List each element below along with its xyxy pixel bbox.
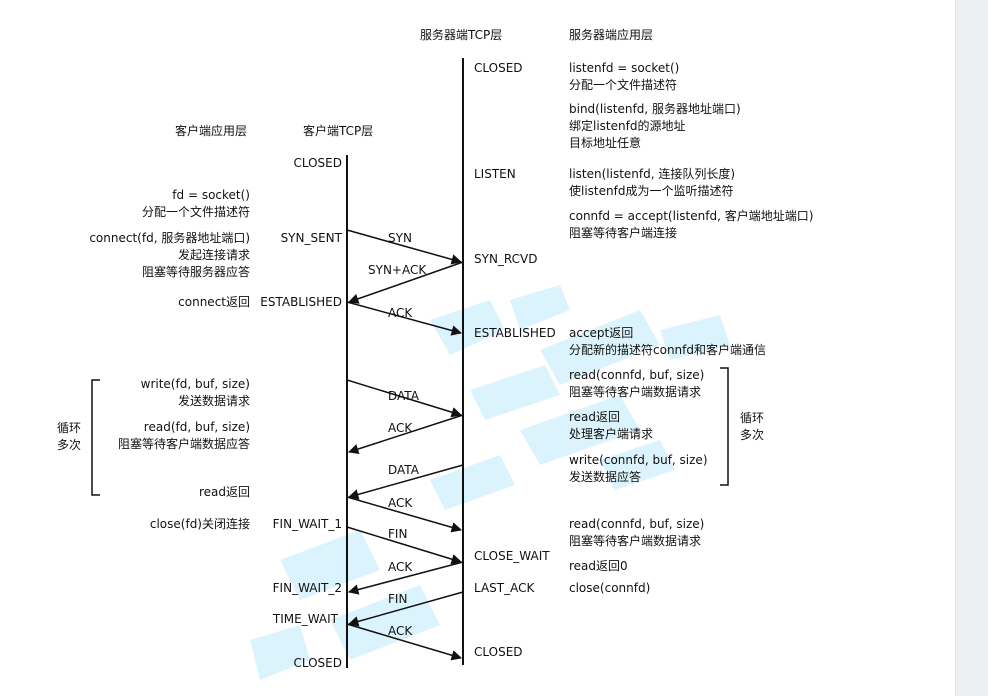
server-state-syn-rcvd: SYN_RCVD: [474, 252, 538, 266]
server-read-ret-desc: 处理客户端请求: [569, 426, 653, 441]
msg-ack-4: ACK: [388, 560, 413, 574]
server-read-call: read(connfd, buf, size): [569, 368, 704, 382]
msg-ack-5: ACK: [388, 624, 413, 638]
client-read-desc: 阻塞等待客户端数据应答: [118, 436, 250, 451]
syn-arrow: [346, 229, 463, 265]
client-connect-call: connect(fd, 服务器地址端口): [89, 230, 250, 245]
client-write-desc: 发送数据请求: [178, 393, 250, 408]
server-bind-call: bind(listenfd, 服务器地址端口): [569, 101, 741, 116]
syn-ack-arrow: [348, 261, 464, 304]
client-state-syn-sent: SYN_SENT: [281, 231, 343, 245]
ack-arrow-2: [348, 414, 464, 455]
server-read-ret: read返回: [569, 410, 620, 424]
server-listen-call: listen(listenfd, 连接队列长度): [569, 166, 735, 181]
server-state-close-wait: CLOSE_WAIT: [474, 549, 550, 563]
server-state-established: ESTABLISHED: [474, 326, 556, 340]
server-state-closed-bottom: CLOSED: [474, 645, 523, 659]
server-accept-ret-desc: 分配新的描述符connfd和客户端通信: [569, 342, 766, 357]
client-tcp-header: 客户端TCP层: [303, 123, 373, 138]
client-state-closed-top: CLOSED: [293, 156, 342, 170]
server-write-desc: 发送数据应答: [569, 469, 641, 484]
server-read-call-2: read(connfd, buf, size): [569, 517, 704, 531]
server-state-closed-top: CLOSED: [474, 61, 523, 75]
client-state-closed-bottom: CLOSED: [293, 656, 342, 670]
server-app-header: 服务器端应用层: [569, 27, 653, 42]
fin-arrow-2: [347, 591, 464, 627]
client-read-ret: read返回: [199, 485, 250, 499]
client-state-time-wait: TIME_WAIT: [272, 612, 339, 626]
server-accept-call: connfd = accept(listenfd, 客户端地址端口): [569, 208, 813, 223]
server-close-call: close(connfd): [569, 581, 650, 595]
client-connect-desc-1: 发起连接请求: [178, 247, 250, 262]
client-socket-call: fd = socket(): [172, 188, 250, 202]
ack-arrow-4: [347, 561, 464, 595]
msg-fin-2: FIN: [388, 592, 407, 606]
server-state-listen: LISTEN: [474, 167, 516, 181]
server-loop-label-2: 多次: [740, 428, 764, 442]
server-listen-desc: 使listenfd成为一个监听描述符: [569, 183, 733, 198]
server-accept-ret: accept返回: [569, 326, 633, 340]
client-connect-ret: connect返回: [178, 295, 250, 309]
client-connect-desc-2: 阻塞等待服务器应答: [142, 264, 250, 279]
msg-ack-1: ACK: [388, 306, 413, 320]
client-state-established: ESTABLISHED: [260, 295, 342, 309]
client-loop-label-1: 循环: [57, 421, 81, 435]
ack-arrow-1: [346, 301, 463, 336]
msg-data-1: DATA: [388, 389, 420, 403]
right-side-panel: [955, 0, 988, 696]
server-loop-bracket: [720, 367, 729, 486]
server-socket-desc: 分配一个文件描述符: [569, 77, 677, 92]
msg-data-2: DATA: [388, 463, 420, 477]
server-tcp-header: 服务器端TCP层: [420, 27, 502, 42]
data-arrow-2: [347, 464, 464, 500]
server-read-desc-2: 阻塞等待客户端数据请求: [569, 533, 701, 548]
data-arrow-1: [346, 379, 463, 418]
msg-ack-3: ACK: [388, 496, 413, 510]
ack-arrow-3: [346, 496, 463, 533]
server-read-desc: 阻塞等待客户端数据请求: [569, 384, 701, 399]
msg-syn-ack: SYN+ACK: [368, 263, 427, 277]
client-socket-desc: 分配一个文件描述符: [142, 204, 250, 219]
msg-fin-1: FIN: [388, 527, 407, 541]
server-bind-desc-1: 绑定listenfd的源地址: [569, 118, 685, 133]
server-state-last-ack: LAST_ACK: [474, 581, 535, 595]
server-read-ret-0: read返回0: [569, 559, 628, 573]
client-app-header: 客户端应用层: [175, 123, 247, 138]
client-write-call: write(fd, buf, size): [141, 377, 250, 391]
client-close-call: close(fd)关闭连接: [150, 516, 250, 531]
server-write-call: write(connfd, buf, size): [569, 453, 708, 467]
server-socket-call: listenfd = socket(): [569, 61, 679, 75]
client-read-call: read(fd, buf, size): [144, 420, 250, 434]
server-loop-label-1: 循环: [740, 411, 764, 425]
client-loop-bracket: [91, 379, 100, 496]
fin-arrow-1: [346, 526, 463, 565]
server-accept-desc: 阻塞等待客户端连接: [569, 225, 677, 240]
server-bind-desc-2: 目标地址任意: [569, 135, 641, 150]
client-state-fin-wait-1: FIN_WAIT_1: [273, 517, 342, 531]
msg-syn: SYN: [388, 231, 412, 245]
ack-arrow-5: [346, 623, 463, 661]
msg-ack-2: ACK: [388, 421, 413, 435]
client-loop-label-2: 多次: [57, 438, 81, 452]
client-state-fin-wait-2: FIN_WAIT_2: [273, 581, 342, 595]
